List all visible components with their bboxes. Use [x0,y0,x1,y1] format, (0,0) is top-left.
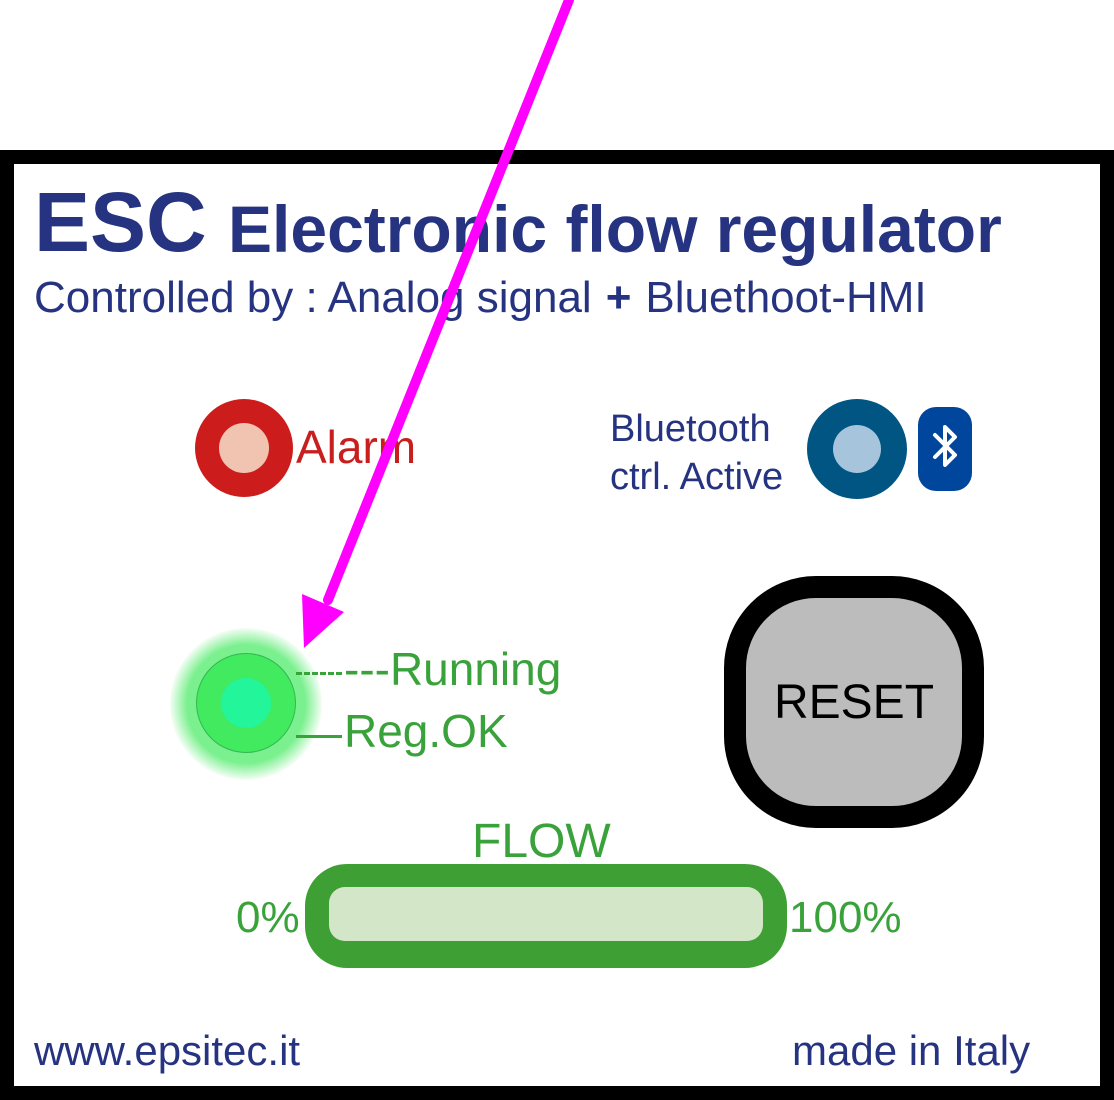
device-subtitle: Controlled by : Analog signal + Bluethoot-… [34,276,927,320]
alarm-led-core [219,423,269,473]
device-title: Electronic flow regulator [228,192,1002,266]
flow-max-label: 100% [789,893,902,942]
subtitle-plus: + [605,273,632,322]
bluetooth-icon [918,407,972,491]
running-led-core [221,678,271,728]
flow-bar [305,864,787,968]
flow-bar-track [329,887,763,941]
bluetooth-led-core [833,425,881,473]
bluetooth-status-label: Bluetooth ctrl. Active [610,408,784,498]
running-led [196,653,296,753]
made-in-label: made in Italy [792,1027,1031,1074]
bluetooth-led [807,399,907,499]
website-link[interactable]: www.epsitec.it [34,1027,301,1074]
subtitle-suffix: Bluethoot-HMI [645,273,927,322]
regok-lead-line [296,735,342,738]
flow-min-label: 0% [236,893,300,942]
alarm-led [195,399,293,497]
alarm-label: Alarm [296,421,417,473]
running-label: ---Running [344,643,562,695]
reset-button[interactable]: RESET [724,576,984,828]
running-lead-line [296,672,342,675]
device-abbreviation: ESC [34,175,207,269]
reset-button-label: RESET [773,675,935,729]
regok-label: Reg.OK [344,705,508,757]
flow-label: FLOW [472,815,611,868]
subtitle-prefix: Controlled by : Analog signal [34,273,592,322]
